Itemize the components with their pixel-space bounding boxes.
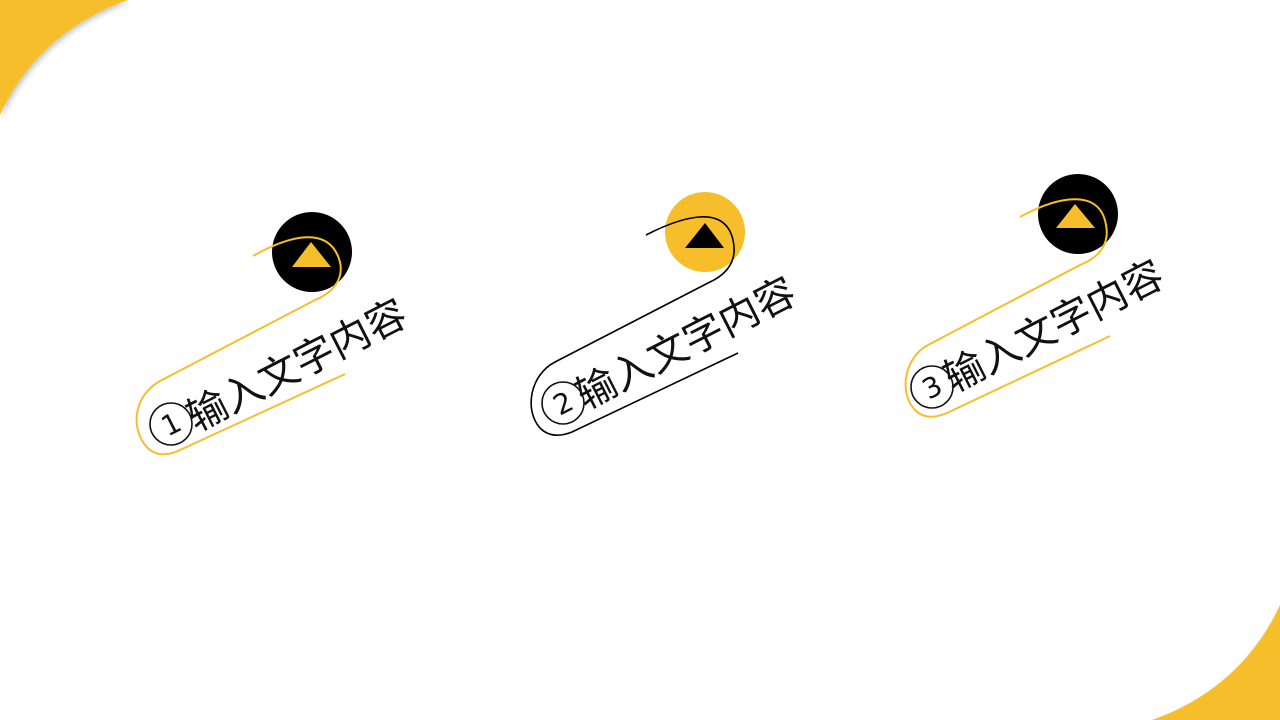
item-2-number-circle bbox=[541, 381, 585, 425]
item-3-outline-loop bbox=[904, 198, 1111, 418]
triangle-up-icon bbox=[292, 242, 331, 267]
item-3-label[interactable]: 输入文字内容 bbox=[937, 252, 1172, 402]
item-2-outline-loop bbox=[530, 216, 739, 437]
item-1-number-circle bbox=[149, 402, 193, 446]
item-3-number-circle bbox=[910, 365, 954, 409]
corner-decoration-bottom-right bbox=[1152, 605, 1280, 720]
item-2: 2 输入文字内容 bbox=[530, 192, 804, 437]
corner-decoration-top-left bbox=[0, 0, 128, 115]
item-1-number: 1 bbox=[156, 406, 187, 443]
triangle-up-icon bbox=[685, 223, 724, 248]
item-1-label[interactable]: 输入文字内容 bbox=[180, 291, 415, 441]
triangle-up-icon bbox=[1056, 204, 1095, 228]
item-1: 1 输入文字内容 bbox=[135, 212, 415, 456]
item-3: 3 输入文字内容 bbox=[904, 174, 1172, 418]
item-2-label[interactable]: 输入文字内容 bbox=[569, 269, 804, 419]
item-1-outline-loop bbox=[135, 236, 346, 456]
